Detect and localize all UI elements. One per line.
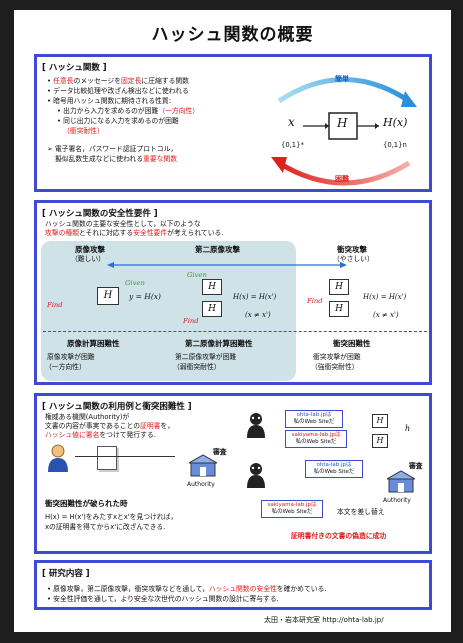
col3-sub: （やさしい） [333,255,374,263]
page-title: ハッシュ関数の概要 [151,25,314,45]
section-heading: [ ハッシュ関数の安全性要件 ] [42,209,158,219]
col1-find: Find [47,301,63,309]
col1-title: 原像攻撃 [75,245,105,254]
doc-sakiyama-bottom: sakiyama-lab.jpは私のWeb Siteだ [261,500,323,518]
panel-security-requirements: [ ハッシュ関数の安全性要件 ] ハッシュ関数の主要な安全性として，以下のような… [34,200,432,385]
col1-eq: y = H(x) [129,292,161,301]
document-icon [97,446,117,470]
bullet-4-cont: 擬似乱数生成などに使われる重要な関数 [55,155,178,163]
col3-neq: (x ≠ x') [373,311,399,319]
doc-sakiyama-top: sakiyama-lab.jpは私のWeb Siteだ [285,430,347,448]
req3-line1: 衝突攻撃が困難 [313,353,361,361]
sub-bullet-2: • 同じ出力になる入力を求めるのが困難 [57,117,179,125]
poster: ハッシュ関数の概要 [ ハッシュ関数 ] • 任意長のメッセージを固定長に圧縮す… [14,10,451,632]
col1-hash-box: H [97,287,119,305]
section-heading: [ ハッシュ関数の利用例と衝突困難性 ] [42,402,192,412]
req3-title: 衝突困難性 [333,339,371,348]
hash-output-h: h [405,424,411,433]
output-set: {0,1}n [383,141,407,149]
col2-title: 第二原像攻撃 [195,245,240,254]
broken-line-1: H(x) = H(x')をみたすxとx'を見つければ， [45,513,178,521]
func-h: H [337,116,348,130]
attacker-icon-2 [247,463,265,488]
col2-find: Find [183,317,199,325]
hard-label: 困難 [335,175,349,183]
exchange-arrows [75,456,175,457]
panel-hash-function: [ ハッシュ関数 ] • 任意長のメッセージを固定長に圧縮する関数 • データ比… [34,54,432,192]
col3-find: Find [307,297,323,305]
bullet-3: • 暗号用ハッシュ関数に期待される性質: [47,97,172,105]
doc-ohta-top: ohta-lab.jpは私のWeb Siteだ [285,410,343,428]
broken-line-2: xの証明書を得てからx'に改ざんできる. [45,523,166,531]
req1-title: 原像計算困難性 [67,339,120,348]
col2-hash-box-top: H [202,279,222,295]
intro-line-2: 攻撃の種類とそれに対応する安全性要件が考えられている. [45,229,224,237]
req3-line2: （強衝突耐性） [311,363,359,371]
research-bullet-1: • 原像攻撃，第二原像攻撃，衝突攻撃などを通して，ハッシュ関数の安全性を確かめて… [47,585,327,593]
hash-box [328,112,358,140]
input-x: x [288,115,295,129]
doc-ohta-bottom: ohta-lab.jpは私のWeb Siteだ [305,460,363,478]
footer: 太田・岩本研究室 http://ohta-lab.jp/ [264,616,384,624]
easy-arrowhead [401,91,417,107]
req1-line2: （一方向性） [45,363,86,371]
user-icon [48,444,68,472]
col2-hash-box-bottom: H [202,301,222,317]
hard-arrowhead [271,157,287,173]
easy-label: 簡単 [335,75,349,83]
req1-line1: 原像攻撃が困難 [47,353,95,361]
panel-usage-example: [ ハッシュ関数の利用例と衝突困難性 ] 権威ある機関(Authority)が … [34,393,432,554]
col2-eq: H(x) = H(x') [233,293,277,301]
authority-building-icon [189,454,217,477]
usage-line-2: 文書の内容が事実であることの証明書を， [45,422,175,430]
authority-label-2: Authority [383,497,411,504]
authority-building-icon-2 [387,470,415,493]
usage-line-3: ハッシュ値に署名をつけて発行する. [45,431,156,439]
review-badge-2: 審査 [409,462,423,470]
hash-direction-diagram [271,77,417,186]
col1-sub: （難しい） [71,255,105,263]
research-bullet-2: • 安全性評価を通して，より安全な次世代のハッシュ関数の設計に寄与する. [47,595,279,603]
attacker-icon [247,413,265,438]
sub-bullet-2-note: （衝突耐性） [63,127,104,135]
col2-neq: (x ≠ x') [245,311,271,319]
forgery-success: 証明書付きの文書の偽造に成功 [291,532,387,540]
hash-box-b: H [372,434,388,448]
input-set: {0,1}* [281,141,304,149]
swap-text: 本文を差し替え [337,508,385,516]
review-badge: 審査 [213,448,227,456]
sub-bullet-1: • 出力から入力を求めるのが困難（一方向性） [57,107,200,115]
bullet-1: • 任意長のメッセージを固定長に圧縮する関数 [47,77,189,85]
highlight-region [41,241,296,381]
intro-line-1: ハッシュ関数の主要な安全性として，以下のような [45,220,201,228]
easy-arrow [277,77,411,104]
col2-given: Given [187,271,207,279]
usage-line-1: 権威ある機関(Authority)が [45,413,130,421]
hard-arrow [277,160,411,186]
difficulty-arrow [107,262,347,268]
col3-hash-box-bottom: H [329,301,349,317]
broken-title: 衝突困難性が破られた時 [45,499,128,508]
bullet-2: • データ比較処理や改ざん検出などに使われる [47,87,189,95]
bullet-4: ➢ 電子署名，パスワード認証プロトコル， [47,145,178,153]
panel-research: [ 研究内容 ] • 原像攻撃，第二原像攻撃，衝突攻撃などを通して，ハッシュ関数… [34,560,432,610]
req2-line2: （弱衝突耐性） [173,363,221,371]
col1-given: Given [125,279,145,287]
dashed-divider [43,331,427,332]
output-hx: H(x) [383,116,408,129]
section-heading: [ 研究内容 ] [42,569,90,579]
req2-title: 第二原像計算困難性 [185,339,253,348]
req2-line1: 第二原像攻撃が困難 [175,353,237,361]
authority-label: Authority [187,481,215,488]
col3-hash-box-top: H [329,279,349,295]
hash-box-a: H [372,414,388,428]
col3-eq: H(x) = H(x') [363,293,407,301]
col3-title: 衝突攻撃 [337,245,367,254]
section-heading: [ ハッシュ関数 ] [42,63,107,73]
